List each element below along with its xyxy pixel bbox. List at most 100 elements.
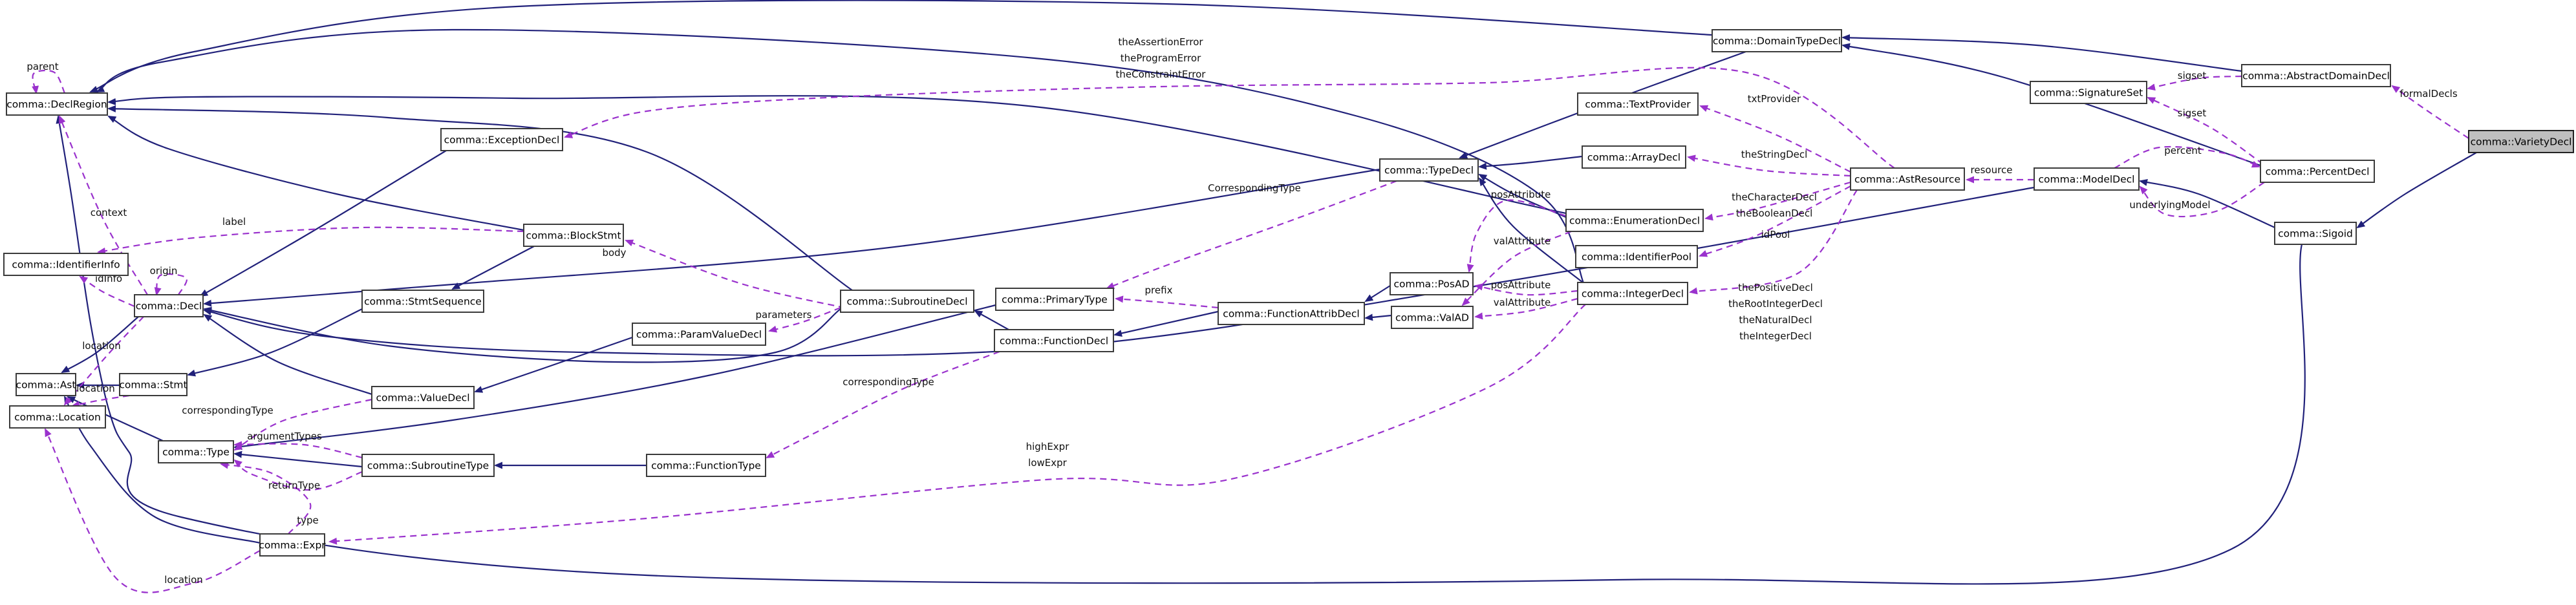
edge-astResource-integerDecl bbox=[1689, 189, 1858, 295]
edge-label-theconstrainterror: theConstraintError bbox=[1116, 69, 1207, 80]
edge-typeDecl-primaryType bbox=[1106, 180, 1397, 290]
class-node-comma-stmt[interactable]: comma::Stmt bbox=[119, 373, 188, 396]
class-node-comma-varietydecl[interactable]: comma::VarietyDecl bbox=[2468, 130, 2574, 153]
class-box bbox=[361, 454, 495, 477]
edge-abstractDomainDecl-domainTypeDecl bbox=[1841, 34, 2242, 72]
class-node-comma-identifierpool[interactable]: comma::IdentifierPool bbox=[1575, 245, 1698, 268]
class-node-comma-valuedecl[interactable]: comma::ValueDecl bbox=[371, 386, 475, 409]
class-node-comma-arraydecl[interactable]: comma::ArrayDecl bbox=[1582, 145, 1686, 169]
class-node-comma-ast[interactable]: comma::Ast bbox=[16, 373, 76, 396]
class-node-comma-primarytype[interactable]: comma::PrimaryType bbox=[995, 288, 1114, 311]
class-node-comma-functionattribdecl[interactable]: comma::FunctionAttribDecl bbox=[1218, 302, 1365, 325]
edge-label-thecharacterdecl: theCharacterDecl bbox=[1732, 191, 1817, 203]
class-node-comma-signatureset[interactable]: comma::SignatureSet bbox=[2030, 81, 2147, 104]
edge-label-theassertionerror: theAssertionError bbox=[1118, 36, 1203, 48]
edge-varietyDecl-sigoid bbox=[2356, 152, 2477, 229]
class-node-comma-subroutinetype[interactable]: comma::SubroutineType bbox=[361, 454, 495, 477]
edge-percentDecl-modelDecl bbox=[2139, 182, 2265, 218]
edge-functionDecl-subroutineDecl bbox=[974, 310, 1009, 330]
class-node-label: comma::VarietyDecl bbox=[2471, 136, 2572, 148]
edge-valueDecl-decl bbox=[203, 313, 372, 396]
edge-decl-decl bbox=[154, 273, 188, 296]
edge-subroutineDecl-paramValueDecl bbox=[768, 306, 841, 333]
edge-integerDecl-valAD bbox=[1474, 297, 1578, 320]
class-box bbox=[1379, 158, 1479, 182]
edge-decl-ast bbox=[61, 316, 139, 373]
edge-label-location: location bbox=[76, 383, 115, 394]
edge-abstractDomainDecl-signatureSet bbox=[2147, 75, 2242, 91]
class-node-label: comma::TextProvider bbox=[1585, 99, 1691, 111]
edge-label-argumenttypes: argumentTypes bbox=[247, 430, 322, 442]
edge-integerDecl-posAD bbox=[1474, 283, 1578, 296]
edge-integerDecl-expr bbox=[328, 304, 1586, 545]
class-box bbox=[371, 386, 475, 409]
class-box bbox=[1712, 29, 1842, 52]
class-node-label: comma::ValAD bbox=[1395, 312, 1469, 324]
class-node-label: comma::BlockStmt bbox=[526, 230, 621, 242]
class-box bbox=[259, 533, 325, 557]
class-node-comma-astresource[interactable]: comma::AstResource bbox=[1850, 167, 1965, 191]
edge-primaryType-typeNode bbox=[233, 304, 996, 451]
class-node-comma-enumerationdecl[interactable]: comma::EnumerationDecl bbox=[1565, 209, 1704, 232]
edge-functionAttribDecl-functionDecl bbox=[1113, 310, 1219, 337]
edge-expr-typeNode bbox=[220, 462, 312, 535]
class-node-label: comma::Ast bbox=[16, 379, 76, 391]
class-node-comma-identifierinfo[interactable]: comma::IdentifierInfo bbox=[3, 253, 129, 276]
class-node-comma-decl[interactable]: comma::Decl bbox=[134, 294, 204, 317]
edge-label-therootintegerdecl: theRootIntegerDecl bbox=[1728, 298, 1823, 310]
edge-decl-identifierInfo bbox=[79, 275, 135, 308]
class-box bbox=[1391, 306, 1474, 329]
class-node-comma-subroutinedecl[interactable]: comma::SubroutineDecl bbox=[840, 290, 974, 313]
class-node-label: comma::AstResource bbox=[1854, 174, 1960, 186]
class-node-comma-modeldecl[interactable]: comma::ModelDecl bbox=[2034, 167, 2140, 191]
class-box bbox=[2274, 222, 2357, 245]
class-node-comma-exceptiondecl[interactable]: comma::ExceptionDecl bbox=[440, 128, 563, 151]
edge-stmt-locationNode bbox=[71, 394, 130, 409]
class-node-comma-valad[interactable]: comma::ValAD bbox=[1391, 306, 1474, 329]
class-node-comma-blockstmt[interactable]: comma::BlockStmt bbox=[523, 224, 624, 247]
class-node-label: comma::Type bbox=[162, 447, 230, 458]
edge-label-layer: parentoriginidInfocontextlocationlabello… bbox=[27, 36, 2457, 586]
class-node-comma-stmtsequence[interactable]: comma::StmtSequence bbox=[361, 290, 484, 313]
edge-label-location: location bbox=[82, 340, 121, 352]
edge-enumerationDecl-posAD bbox=[1466, 199, 1567, 273]
class-node-label: comma::Expr bbox=[259, 540, 326, 551]
class-node-label: comma::ExceptionDecl bbox=[444, 134, 560, 146]
class-node-comma-expr[interactable]: comma::Expr bbox=[259, 533, 326, 557]
edge-layer bbox=[32, 0, 2477, 593]
edge-label-type: type bbox=[297, 515, 319, 526]
edge-valAD-functionAttribDecl bbox=[1364, 313, 1392, 321]
class-node-label: comma::PosAD bbox=[1393, 279, 1469, 290]
edge-stmtSequence-stmt bbox=[187, 308, 363, 377]
class-node-comma-paramvaluedecl[interactable]: comma::ParamValueDecl bbox=[632, 323, 766, 346]
class-box bbox=[1390, 272, 1474, 295]
edge-label-highexpr: highExpr bbox=[1026, 441, 1070, 452]
class-node-comma-type[interactable]: comma::Type bbox=[158, 440, 234, 463]
class-node-comma-sigoid[interactable]: comma::Sigoid bbox=[2274, 222, 2357, 245]
edge-label-theintegerdecl: theIntegerDecl bbox=[1739, 330, 1812, 342]
class-box bbox=[1582, 145, 1686, 169]
class-node-label: comma::Sigoid bbox=[2278, 228, 2353, 240]
class-node-comma-integerdecl[interactable]: comma::IntegerDecl bbox=[1577, 282, 1688, 305]
class-node-comma-location[interactable]: comma::Location bbox=[9, 405, 106, 429]
class-node-comma-functiondecl[interactable]: comma::FunctionDecl bbox=[994, 329, 1114, 352]
class-node-comma-abstractdomaindecl[interactable]: comma::AbstractDomainDecl bbox=[2241, 64, 2391, 87]
class-node-label: comma::FunctionDecl bbox=[1000, 335, 1108, 347]
class-node-comma-textprovider[interactable]: comma::TextProvider bbox=[1577, 92, 1699, 116]
class-node-label: comma::Decl bbox=[136, 301, 202, 312]
class-node-comma-percentdecl[interactable]: comma::PercentDecl bbox=[2260, 160, 2375, 183]
class-box bbox=[134, 294, 204, 317]
edge-enumerationDecl-declRegion bbox=[107, 95, 1567, 215]
edge-subroutineType-typeNode bbox=[233, 441, 363, 459]
edge-label-txtprovider: txtProvider bbox=[1748, 93, 1801, 105]
class-node-comma-functiontype[interactable]: comma::FunctionType bbox=[646, 454, 766, 477]
class-node-comma-posad[interactable]: comma::PosAD bbox=[1390, 272, 1474, 295]
class-node-comma-declregion[interactable]: comma::DeclRegion bbox=[6, 92, 108, 116]
class-node-comma-domaintypedecl[interactable]: comma::DomainTypeDecl bbox=[1712, 29, 1842, 52]
class-node-comma-typedecl[interactable]: comma::TypeDecl bbox=[1379, 158, 1479, 182]
class-node-label: comma::Stmt bbox=[119, 379, 187, 391]
class-box bbox=[995, 288, 1114, 311]
class-box bbox=[632, 323, 766, 346]
edge-label-location: location bbox=[164, 574, 203, 586]
